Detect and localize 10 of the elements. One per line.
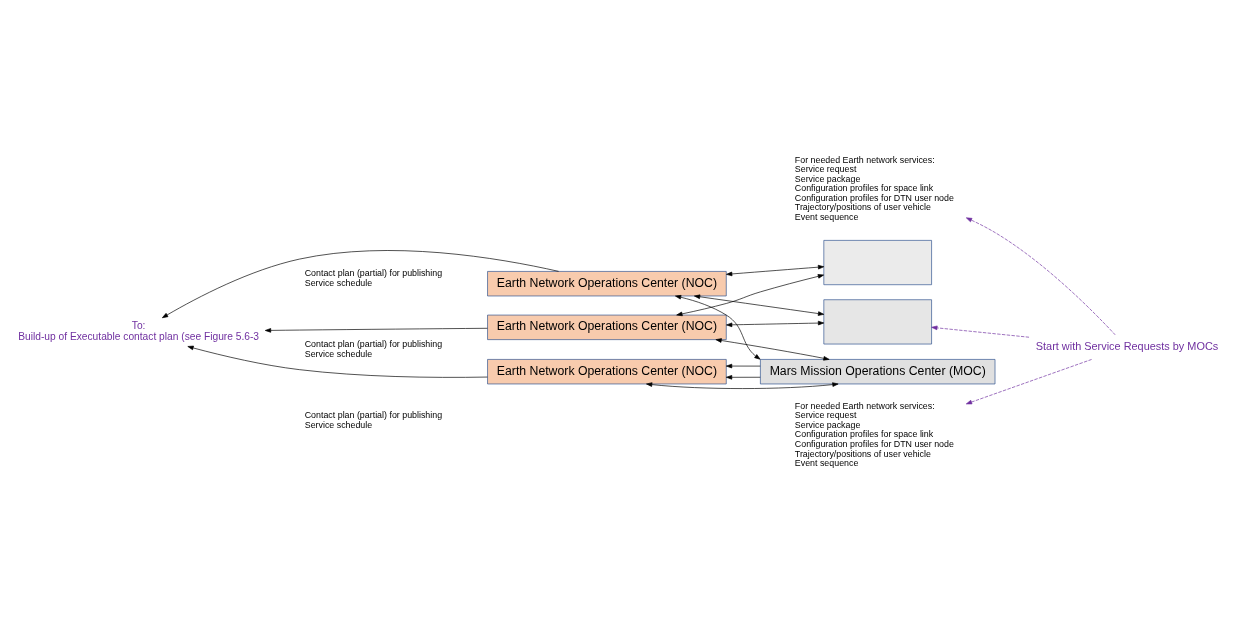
label: Service schedule: [304, 419, 373, 430]
label: Contact plan (partial) for publishing: [304, 409, 443, 420]
label: Service schedule: [304, 348, 373, 359]
label: Contact plan (partial) for publishing: [304, 267, 443, 278]
label: Service schedule: [304, 277, 373, 288]
node-text: Start with Service Requests by MOCs: [1035, 339, 1219, 352]
node-text: For needed Earth network services: Service request Service package Configuration profiles for space link Configuration profiles for DTN user node Trajectory/positions of user vehicle Event sequence: [794, 154, 954, 222]
label: Contact plan (partial) for publishing: [304, 338, 443, 349]
node-text: For needed Earth network services: Service request Service package Configuration profiles for space link Configuration profiles for DTN user node Trajectory/positions of user vehicle Event sequence: [794, 400, 954, 468]
node-text: To: Build-up of Executable contact plan (see Figure 5.6-3: [18, 319, 260, 342]
